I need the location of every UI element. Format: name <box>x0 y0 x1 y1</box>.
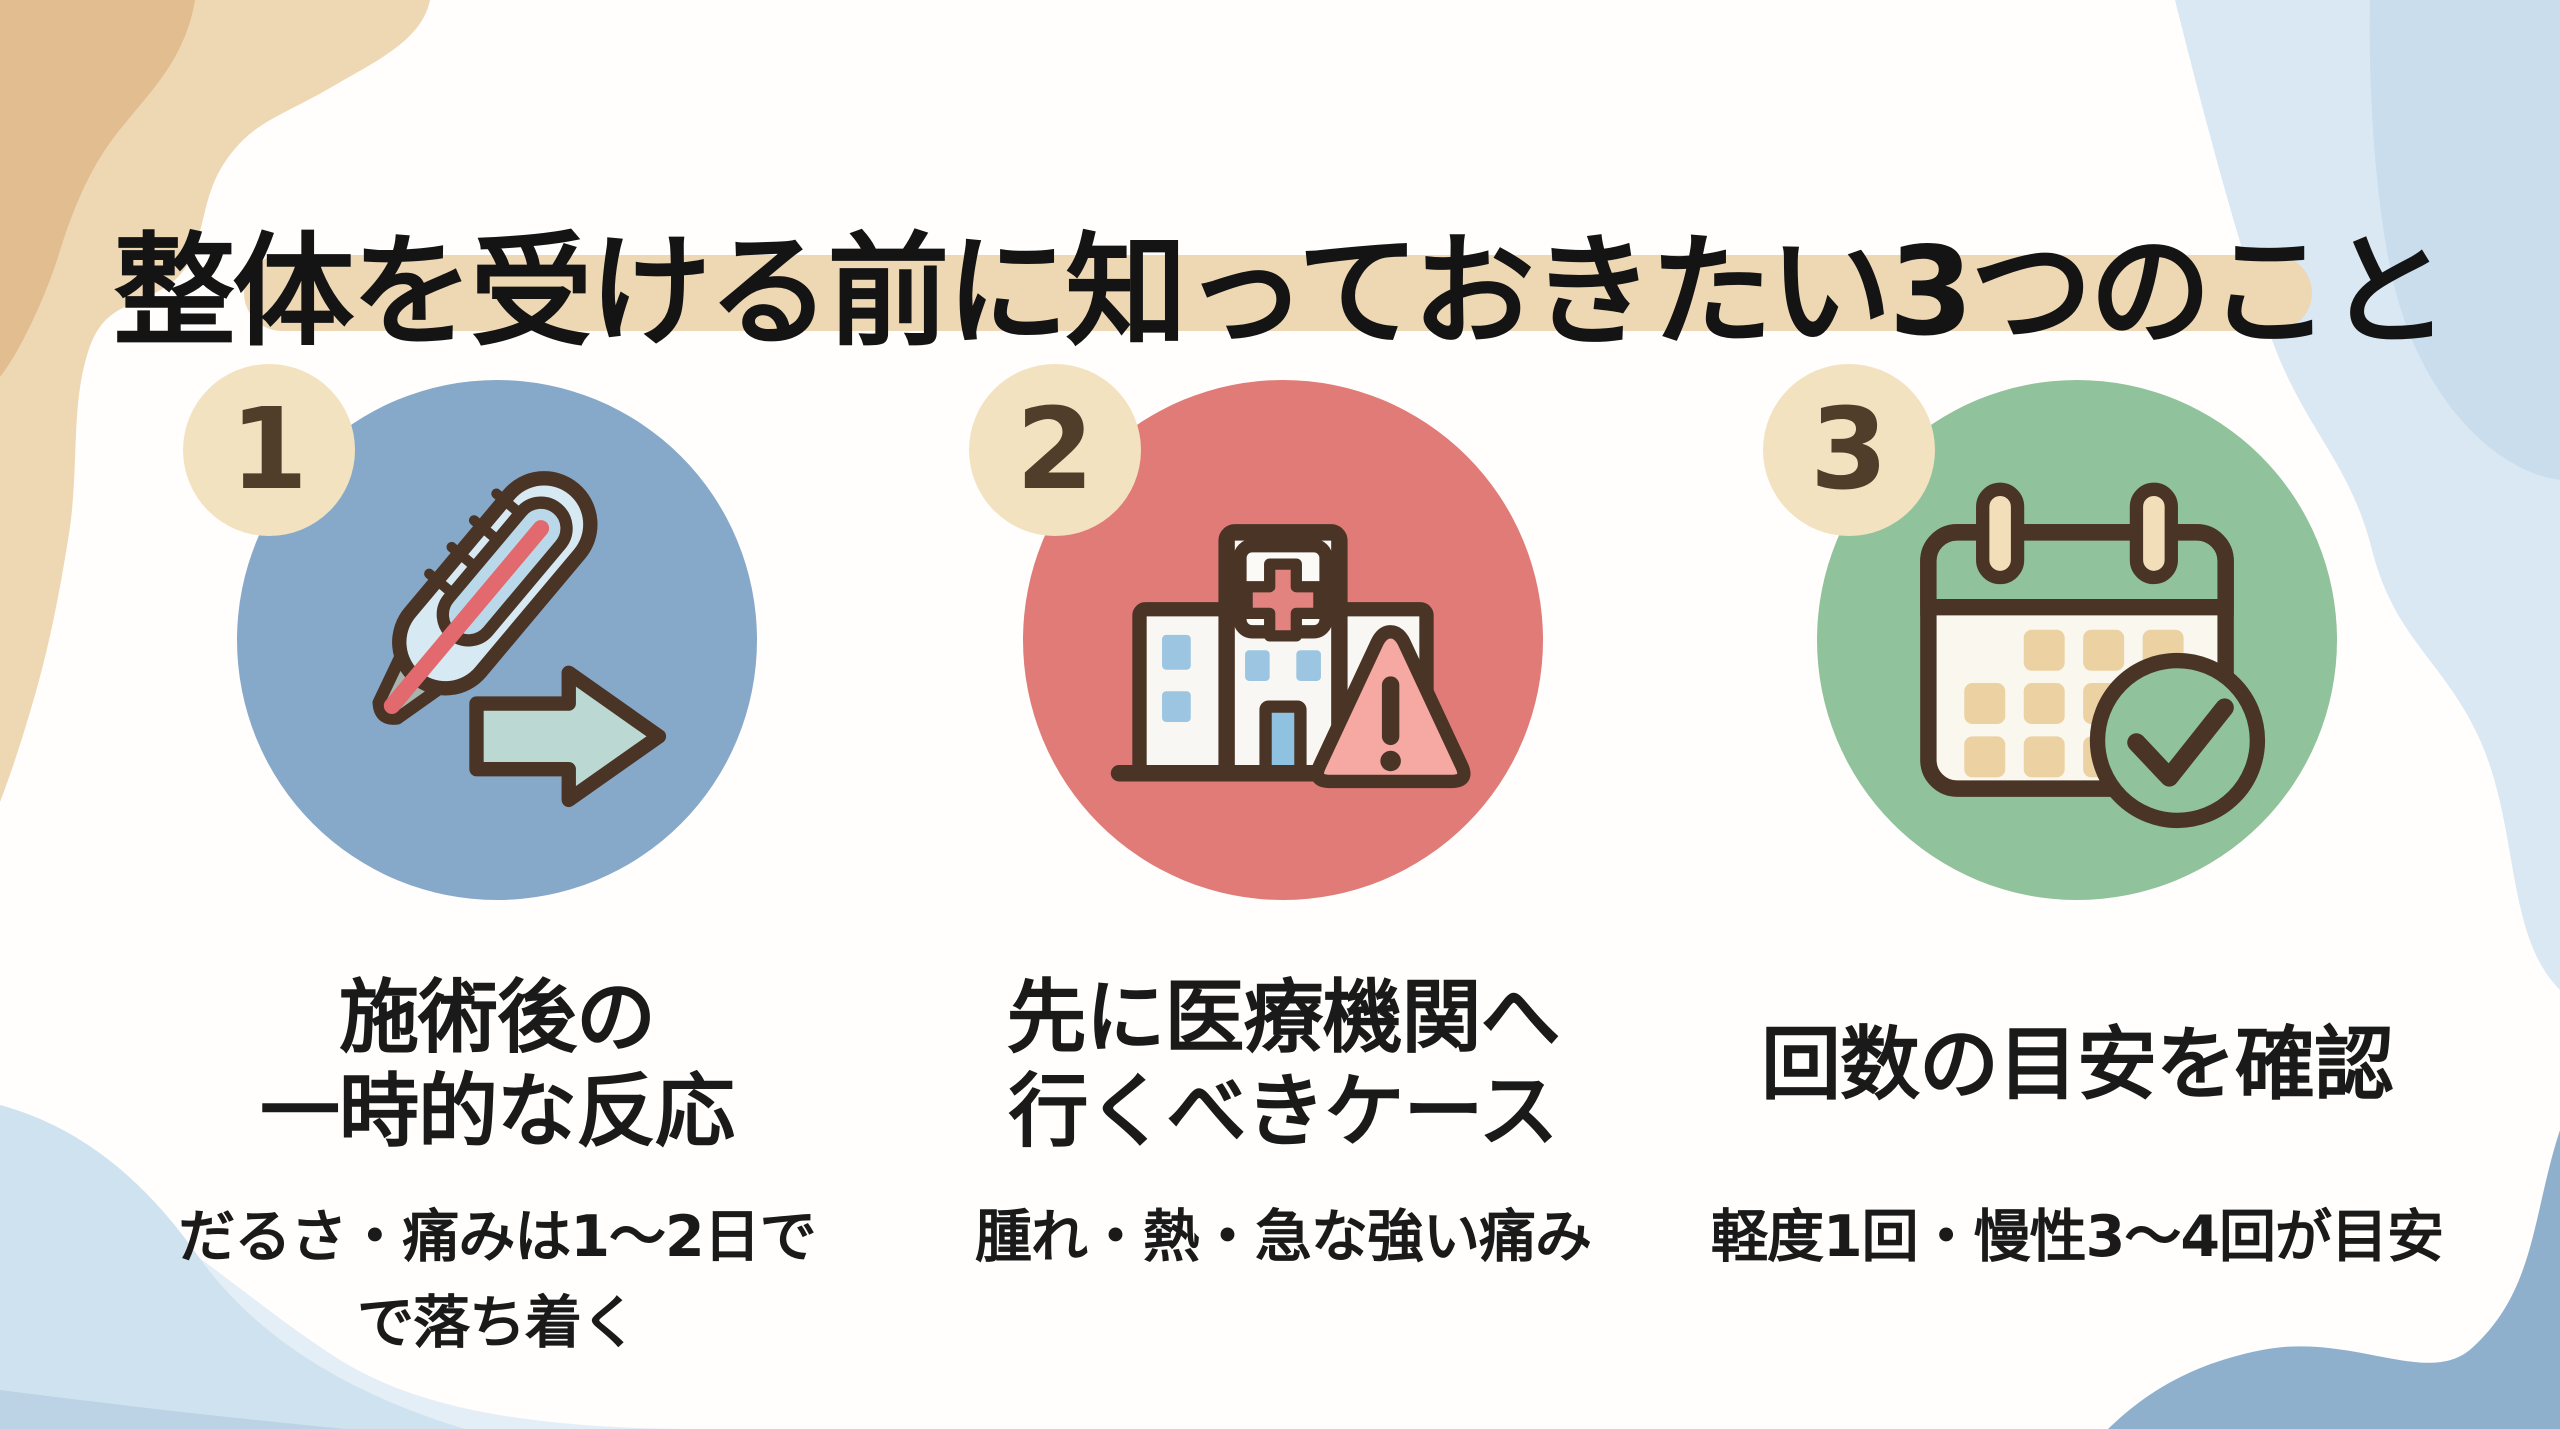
step-number-badge: 3 <box>1763 364 1935 536</box>
step-number: 1 <box>230 385 308 515</box>
page-title: 整体を受ける前に知っておきたい3つのこと <box>113 220 2449 363</box>
info-column-session-count: 3 回数の目安を確認 軽度1回・慢性3〜4回が目安 <box>1637 364 2517 1400</box>
item-subtext: 軽度1回・慢性3〜4回が目安 <box>1711 1204 2444 1270</box>
medical-cross <box>1241 558 1325 642</box>
check-circle <box>2089 652 2266 829</box>
step-number: 2 <box>1016 385 1094 515</box>
item-heading: 先に医療機関へ 行くべきケース <box>1006 971 1561 1158</box>
step-number-badge: 2 <box>969 364 1141 536</box>
warning-triangle <box>1310 625 1471 789</box>
item-subtext: 腫れ・熱・急な強い痛み <box>975 1204 1592 1270</box>
arrow-right-shape <box>469 665 667 808</box>
step-number: 3 <box>1810 385 1888 515</box>
info-columns: 1 施術後の 一時的な反応 だるさ・痛みは1〜2日で で落ち着く <box>0 364 2560 1400</box>
step-number-badge: 1 <box>183 364 355 536</box>
info-column-medical-cases: 2 先に医療機関へ 行くべきケース 腫れ・熱・急な強い痛み <box>843 364 1723 1400</box>
title-highlight-bar <box>244 255 2312 331</box>
calendar-check-icon <box>1920 482 2266 829</box>
item-heading: 施術後の 一時的な反応 <box>260 971 735 1158</box>
hospital-warning-icon <box>1110 524 1471 789</box>
icon-circle-blue <box>237 380 757 900</box>
thermometer-arrow-icon <box>372 471 667 808</box>
item-heading: 回数の目安を確認 <box>1761 1018 2394 1112</box>
